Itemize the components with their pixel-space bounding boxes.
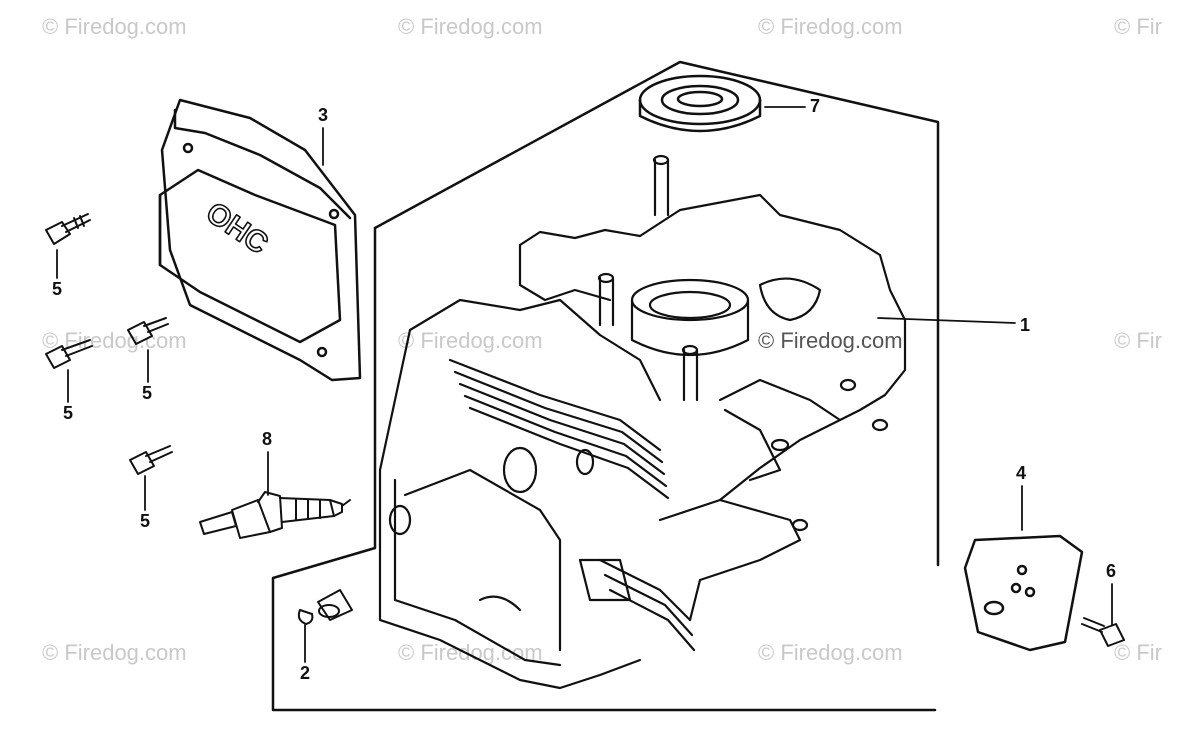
- callout-5: 5: [142, 383, 153, 403]
- callout-5: 5: [140, 511, 151, 531]
- svg-text:OHC: OHC: [200, 196, 274, 261]
- assembly-outline: [271, 60, 940, 712]
- watermark: © Firedog.com: [398, 14, 543, 39]
- watermark: © Fir: [1114, 328, 1162, 353]
- bolt-part: [127, 317, 169, 345]
- watermark: © Firedog.com: [758, 14, 903, 39]
- watermark: © Firedog.com: [42, 14, 187, 39]
- dowel-pin-part: [297, 589, 353, 625]
- watermark: © Firedog.com: [398, 328, 543, 353]
- callout-8: 8: [262, 429, 273, 449]
- oil-seal-part: [638, 74, 762, 133]
- watermark: © Firedog.com: [42, 640, 187, 665]
- callout-4: 4: [1016, 463, 1027, 483]
- callout-7: 7: [810, 96, 821, 116]
- callout-1: 1: [1020, 315, 1031, 335]
- bolt-part: [129, 445, 173, 475]
- watermark: © Firedog.com: [398, 640, 543, 665]
- watermark: © Firedog.com: [758, 640, 903, 665]
- bolt-part: [45, 339, 93, 369]
- callout-6: 6: [1106, 561, 1117, 581]
- callout-3: 3: [318, 105, 329, 125]
- bolt-part: [45, 213, 91, 245]
- leader-lines: [56, 106, 1113, 663]
- head-cover-part: OHC: [158, 98, 362, 382]
- cylinder-block-part: [378, 154, 907, 690]
- callout-5: 5: [52, 279, 63, 299]
- watermark: © Firedog.com: [758, 328, 903, 353]
- watermark: © Fir: [1114, 640, 1162, 665]
- spark-plug-part: [199, 491, 351, 539]
- bolt-part: [1081, 617, 1125, 647]
- watermark: © Fir: [1114, 14, 1162, 39]
- gasket-part: [963, 534, 1084, 652]
- callout-5: 5: [63, 403, 74, 423]
- callout-2: 2: [300, 663, 311, 683]
